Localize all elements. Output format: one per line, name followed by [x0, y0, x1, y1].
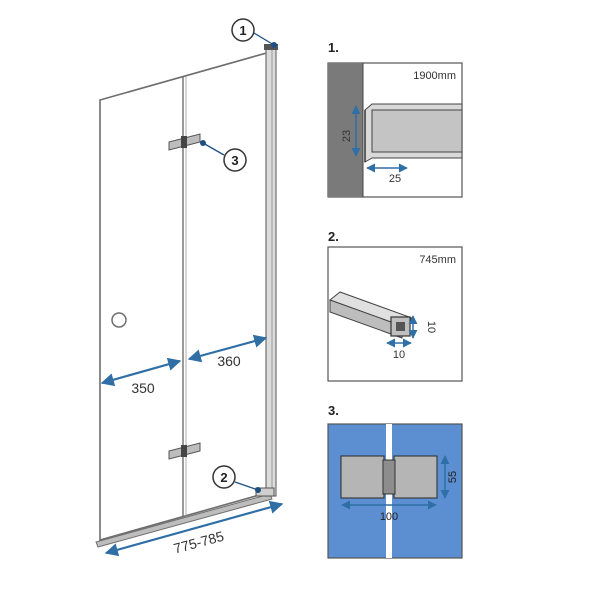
detail-3-height-label: 55 [447, 471, 459, 483]
dim-label-350: 350 [131, 380, 155, 396]
detail-3-hinge-right [393, 455, 438, 499]
wall-profile [265, 47, 277, 497]
detail-3-hinge-left [340, 455, 385, 499]
detail-2: 2. 745mm 10 10 [327, 229, 463, 382]
detail-3-width-label: 100 [380, 511, 398, 523]
detail-1: 1. 1900mm 23 25 [327, 40, 463, 198]
detail-2-length-label: 745mm [419, 254, 456, 266]
dim-label-360: 360 [217, 353, 241, 369]
detail-1-length-label: 1900mm [413, 70, 456, 82]
callout-label-2: 2 [220, 470, 227, 485]
callout-3: 3 [200, 140, 247, 172]
door-knob [111, 312, 127, 328]
door-outline [99, 50, 271, 542]
detail-2-width-label: 10 [393, 349, 405, 361]
hinge-top [168, 133, 201, 151]
callout-label-1: 1 [239, 23, 246, 38]
detail-3-title: 3. [328, 403, 339, 418]
callout-1: 1 [231, 18, 277, 48]
detail-3-hinge-pin [382, 459, 396, 495]
hinge-bottom [168, 442, 201, 460]
top-cap [264, 44, 278, 50]
dimension-360: 360 [187, 334, 268, 369]
detail-1-width-label: 25 [389, 173, 401, 185]
detail-3: 3. 55 100 [327, 403, 463, 559]
dimension-350: 350 [100, 357, 182, 396]
detail-1-title: 1. [328, 40, 339, 55]
callout-2: 2 [212, 465, 261, 493]
door-drawing [95, 44, 278, 548]
callout-label-3: 3 [231, 153, 238, 168]
detail-1-height-label: 23 [341, 130, 353, 142]
detail-2-title: 2. [328, 229, 339, 244]
detail-2-height-label: 10 [425, 321, 437, 333]
